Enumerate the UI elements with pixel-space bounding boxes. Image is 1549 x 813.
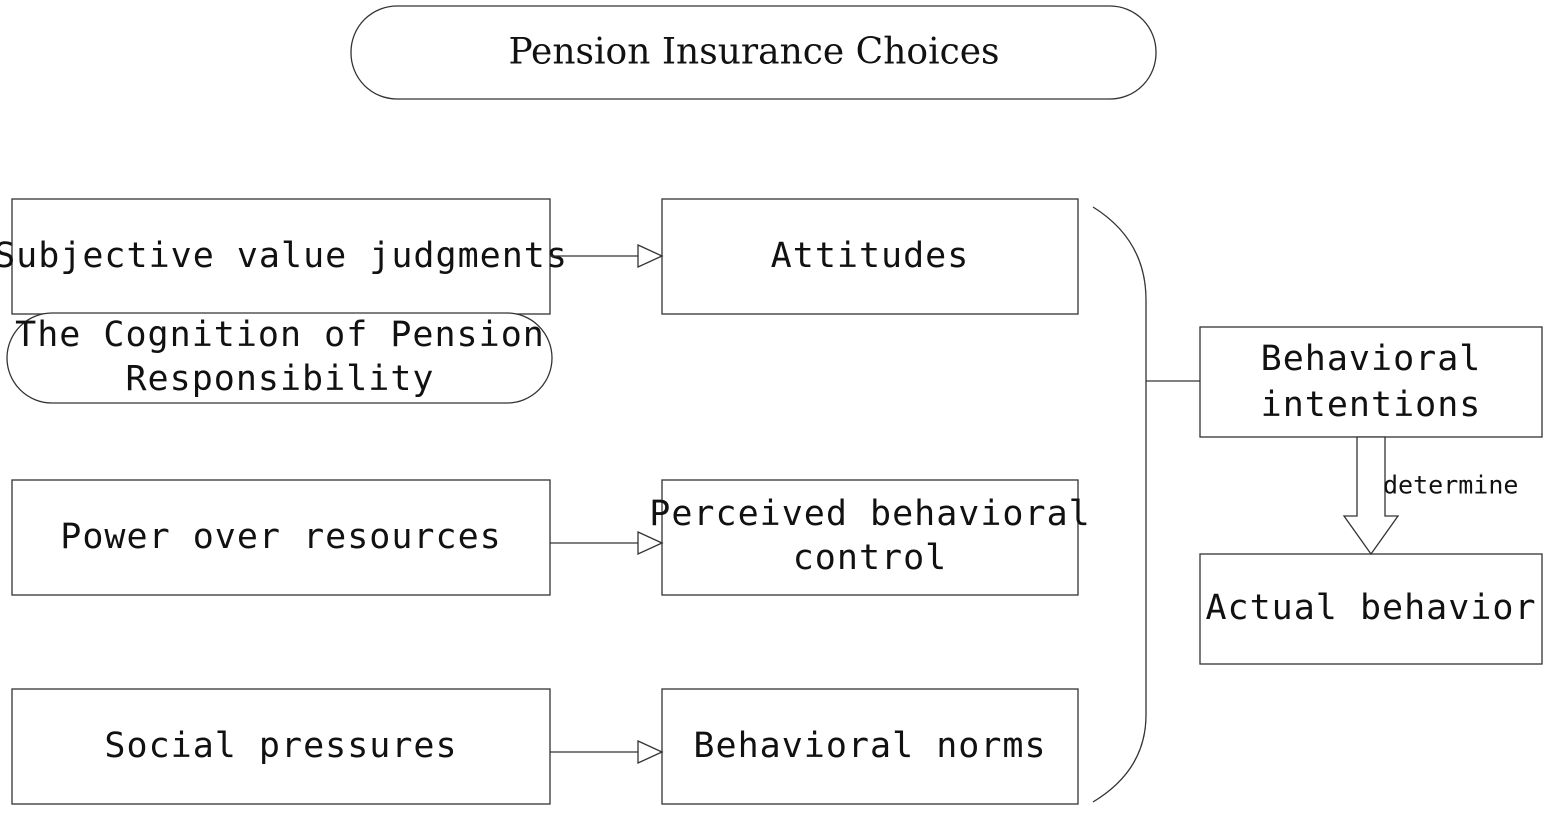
node-subjective-value: Subjective value judgments — [0, 198, 568, 315]
arrow-intentions-to-actual — [1342, 436, 1400, 556]
node-behavioral-intentions-line-2: intentions — [1261, 385, 1482, 425]
arrow-subjective-to-attitudes — [550, 243, 664, 269]
node-subjective-value-label: Subjective value judgments — [0, 236, 568, 276]
determine-label: determine — [1383, 471, 1518, 500]
node-perceived-control-line-2: control — [793, 538, 948, 578]
node-perceived-control-line-1: Perceived behavioral — [649, 494, 1090, 534]
node-behavioral-intentions: Behavioral intentions — [1199, 326, 1543, 438]
title-node: Pension Insurance Choices — [350, 5, 1157, 100]
node-cognition-line-2: Responsibility — [125, 359, 434, 399]
node-attitudes-label: Attitudes — [771, 236, 970, 276]
node-behavioral-norms: Behavioral norms — [661, 688, 1079, 805]
grouping-brace — [1092, 206, 1147, 803]
node-cognition: The Cognition of Pension Responsibility — [6, 312, 553, 404]
node-behavioral-intentions-line-1: Behavioral — [1261, 339, 1482, 379]
arrow-power-to-control — [550, 530, 664, 556]
node-social-pressures: Social pressures — [11, 688, 551, 805]
node-attitudes: Attitudes — [661, 198, 1079, 315]
node-perceived-control: Perceived behavioral control — [649, 479, 1090, 596]
arrow-social-to-norms — [550, 739, 664, 765]
node-power-resources: Power over resources — [11, 479, 551, 596]
title-text: Pension Insurance Choices — [508, 32, 999, 73]
node-social-pressures-label: Social pressures — [104, 726, 457, 766]
node-cognition-line-1: The Cognition of Pension — [15, 315, 545, 355]
node-actual-behavior-label: Actual behavior — [1205, 588, 1536, 628]
node-actual-behavior: Actual behavior — [1199, 553, 1543, 665]
node-behavioral-norms-label: Behavioral norms — [693, 726, 1046, 766]
node-power-resources-label: Power over resources — [60, 517, 501, 557]
